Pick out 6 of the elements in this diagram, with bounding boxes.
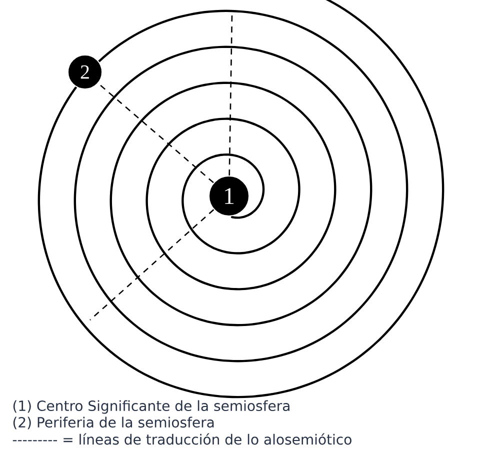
dashed-line bbox=[98, 82, 214, 184]
dashed-line bbox=[90, 209, 214, 320]
legend-text: (2) Periferia de la semiosfera bbox=[13, 416, 214, 430]
dashed-line bbox=[228, 14, 233, 176]
legend-text: --------- = líneas de traducción de lo alosemiótico bbox=[12, 433, 352, 445]
legend-text: (1) Centro Significante de la semiosfera bbox=[13, 400, 290, 414]
